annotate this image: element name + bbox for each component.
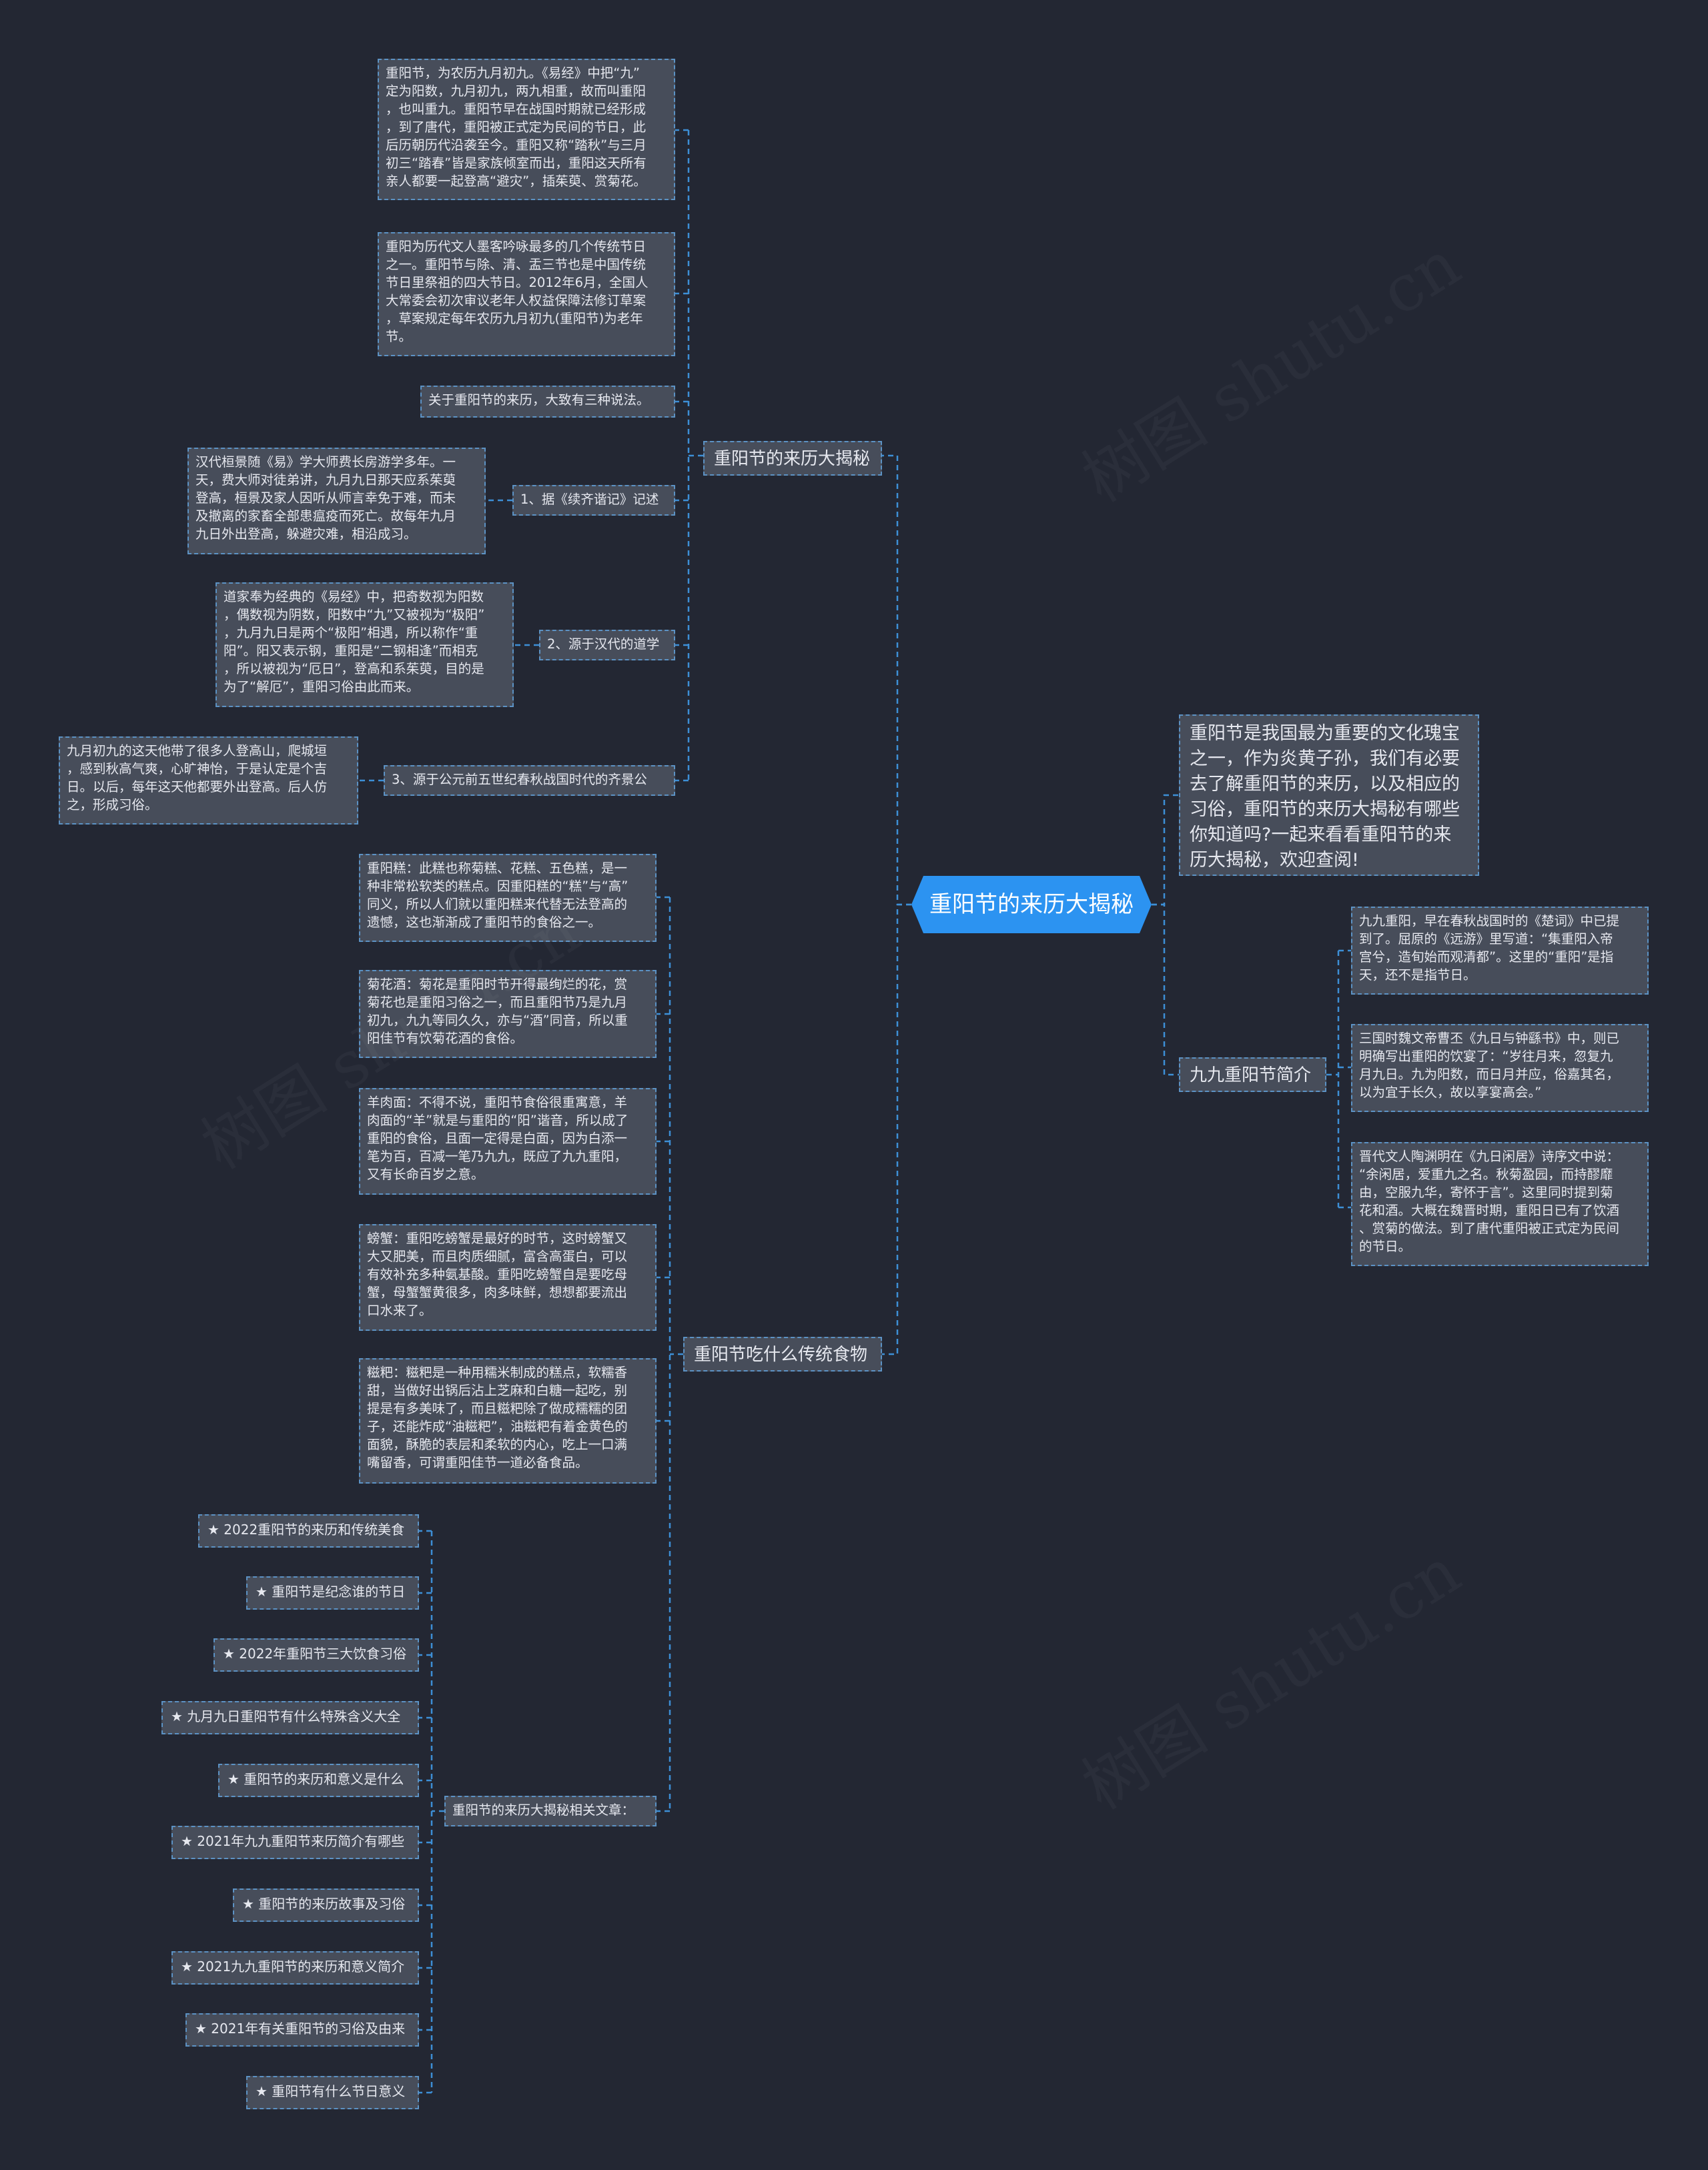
related-article[interactable]: ★ 重阳节的来历和意义是什么 (218, 1764, 419, 1797)
branch-food[interactable]: 重阳节吃什么传统食物 (683, 1337, 882, 1372)
branch-intro99[interactable]: 九九重阳节简介 (1179, 1057, 1326, 1092)
related-articles-label[interactable]: 重阳节的来历大揭秘相关文章： (444, 1796, 657, 1826)
origin-sub-1-label[interactable]: 1、据《续齐谐记》记述 (512, 485, 675, 516)
origin-sub-3-label[interactable]: 3、源于公元前五世纪春秋战国时代的齐景公 (384, 765, 675, 796)
food-item-4[interactable]: 螃蟹：重阳吃螃蟹是最好的时节，这时螃蟹又 大又肥美，而且肉质细腻，富含高蛋白，可… (359, 1224, 657, 1331)
link-root-intro (1152, 794, 1179, 906)
intro-node[interactable]: 重阳节是我国最为重要的文化瑰宝之一，作为炎黄子孙，我们有必要去了解重阳节的来历，… (1179, 714, 1479, 876)
link-related-tree (419, 1530, 444, 2094)
related-article[interactable]: ★ 重阳节是纪念谁的节日 (246, 1576, 419, 1610)
origin-sub-2-label[interactable]: 2、源于汉代的道学 (539, 630, 675, 660)
origin-sub-1-text[interactable]: 汉代桓景随《易》学大师费长房游学多年。一 天，费大师对徒弟讲，九月九日那天应系茱… (187, 448, 486, 554)
branch-origin[interactable]: 重阳节的来历大揭秘 (703, 441, 882, 476)
origin-sub-2-text[interactable]: 道家奉为经典的《易经》中，把奇数视为阳数 ，偶数视为阴数，阳数中“九”又被视为“… (216, 582, 514, 707)
food-item-2[interactable]: 菊花酒：菊花是重阳时节开得最绚烂的花，赏 菊花也是重阳习俗之一，而且重阳节乃是九… (359, 970, 657, 1058)
intro99-item-1[interactable]: 九九重阳，早在春秋战国时的《楚词》中已提 到了。屈原的《远游》里写道：“集重阳入… (1351, 907, 1649, 995)
link-origin-tree (675, 129, 703, 782)
root-node[interactable]: 重阳节的来历大揭秘 (911, 876, 1152, 933)
related-article[interactable]: ★ 2021年有关重阳节的习俗及由来 (185, 2013, 419, 2047)
related-article[interactable]: ★ 2022年重阳节三大饮食习俗 (214, 1638, 419, 1672)
related-article[interactable]: ★ 2021九九重阳节的来历和意义简介 (171, 1951, 419, 1985)
related-article[interactable]: ★ 重阳节的来历故事及习俗 (233, 1888, 419, 1922)
intro99-item-2[interactable]: 三国时魏文帝曹丕《九日与钟繇书》中，则已 明确写出重阳的饮宴了：“岁往月来，忽复… (1351, 1024, 1649, 1112)
link-root-intro99 (1152, 903, 1179, 1076)
related-article[interactable]: ★ 2021年九九重阳节来历简介有哪些 (171, 1826, 419, 1859)
intro99-item-3[interactable]: 晋代文人陶渊明在《九日闲居》诗序文中说： “余闲居，爱重九之名。秋菊盈园，而持醪… (1351, 1142, 1649, 1266)
link-intro99-tree (1326, 949, 1351, 1209)
link-food-tree (657, 896, 683, 1812)
origin-paragraph-2[interactable]: 重阳为历代文人墨客吟咏最多的几个传统节日 之一。重阳节与除、清、盂三节也是中国传… (378, 232, 675, 356)
food-item-5[interactable]: 糍粑：糍粑是一种用糯米制成的糕点，软糯香 甜，当做好出锅后沾上芝麻和白糖一起吃，… (359, 1358, 657, 1484)
related-article[interactable]: ★ 2022重阳节的来历和传统美食 (198, 1514, 419, 1548)
origin-paragraph-3[interactable]: 关于重阳节的来历，大致有三种说法。 (420, 386, 675, 418)
origin-paragraph-1[interactable]: 重阳节，为农历九月初九。《易经》中把“九” 定为阳数，九月初九，两九相重，故而叫… (378, 59, 675, 200)
related-article[interactable]: ★ 九月九日重阳节有什么特殊含义大全 (161, 1701, 419, 1734)
related-article[interactable]: ★ 重阳节有什么节日意义 (246, 2076, 419, 2109)
food-item-1[interactable]: 重阳糕：此糕也称菊糕、花糕、五色糕，是一 种非常松软类的糕点。因重阳糕的“糕”与… (359, 854, 657, 942)
food-item-3[interactable]: 羊肉面：不得不说，重阳节食俗很重寓意，羊 肉面的“羊”就是与重阳的“阳”谐音，所… (359, 1088, 657, 1195)
origin-sub-3-text[interactable]: 九月初九的这天他带了很多人登高山，爬城垣 ，感到秋高气爽，心旷神怡，于是认定是个… (59, 736, 358, 825)
link-root-origin (882, 454, 911, 906)
link-root-food (882, 903, 911, 1355)
